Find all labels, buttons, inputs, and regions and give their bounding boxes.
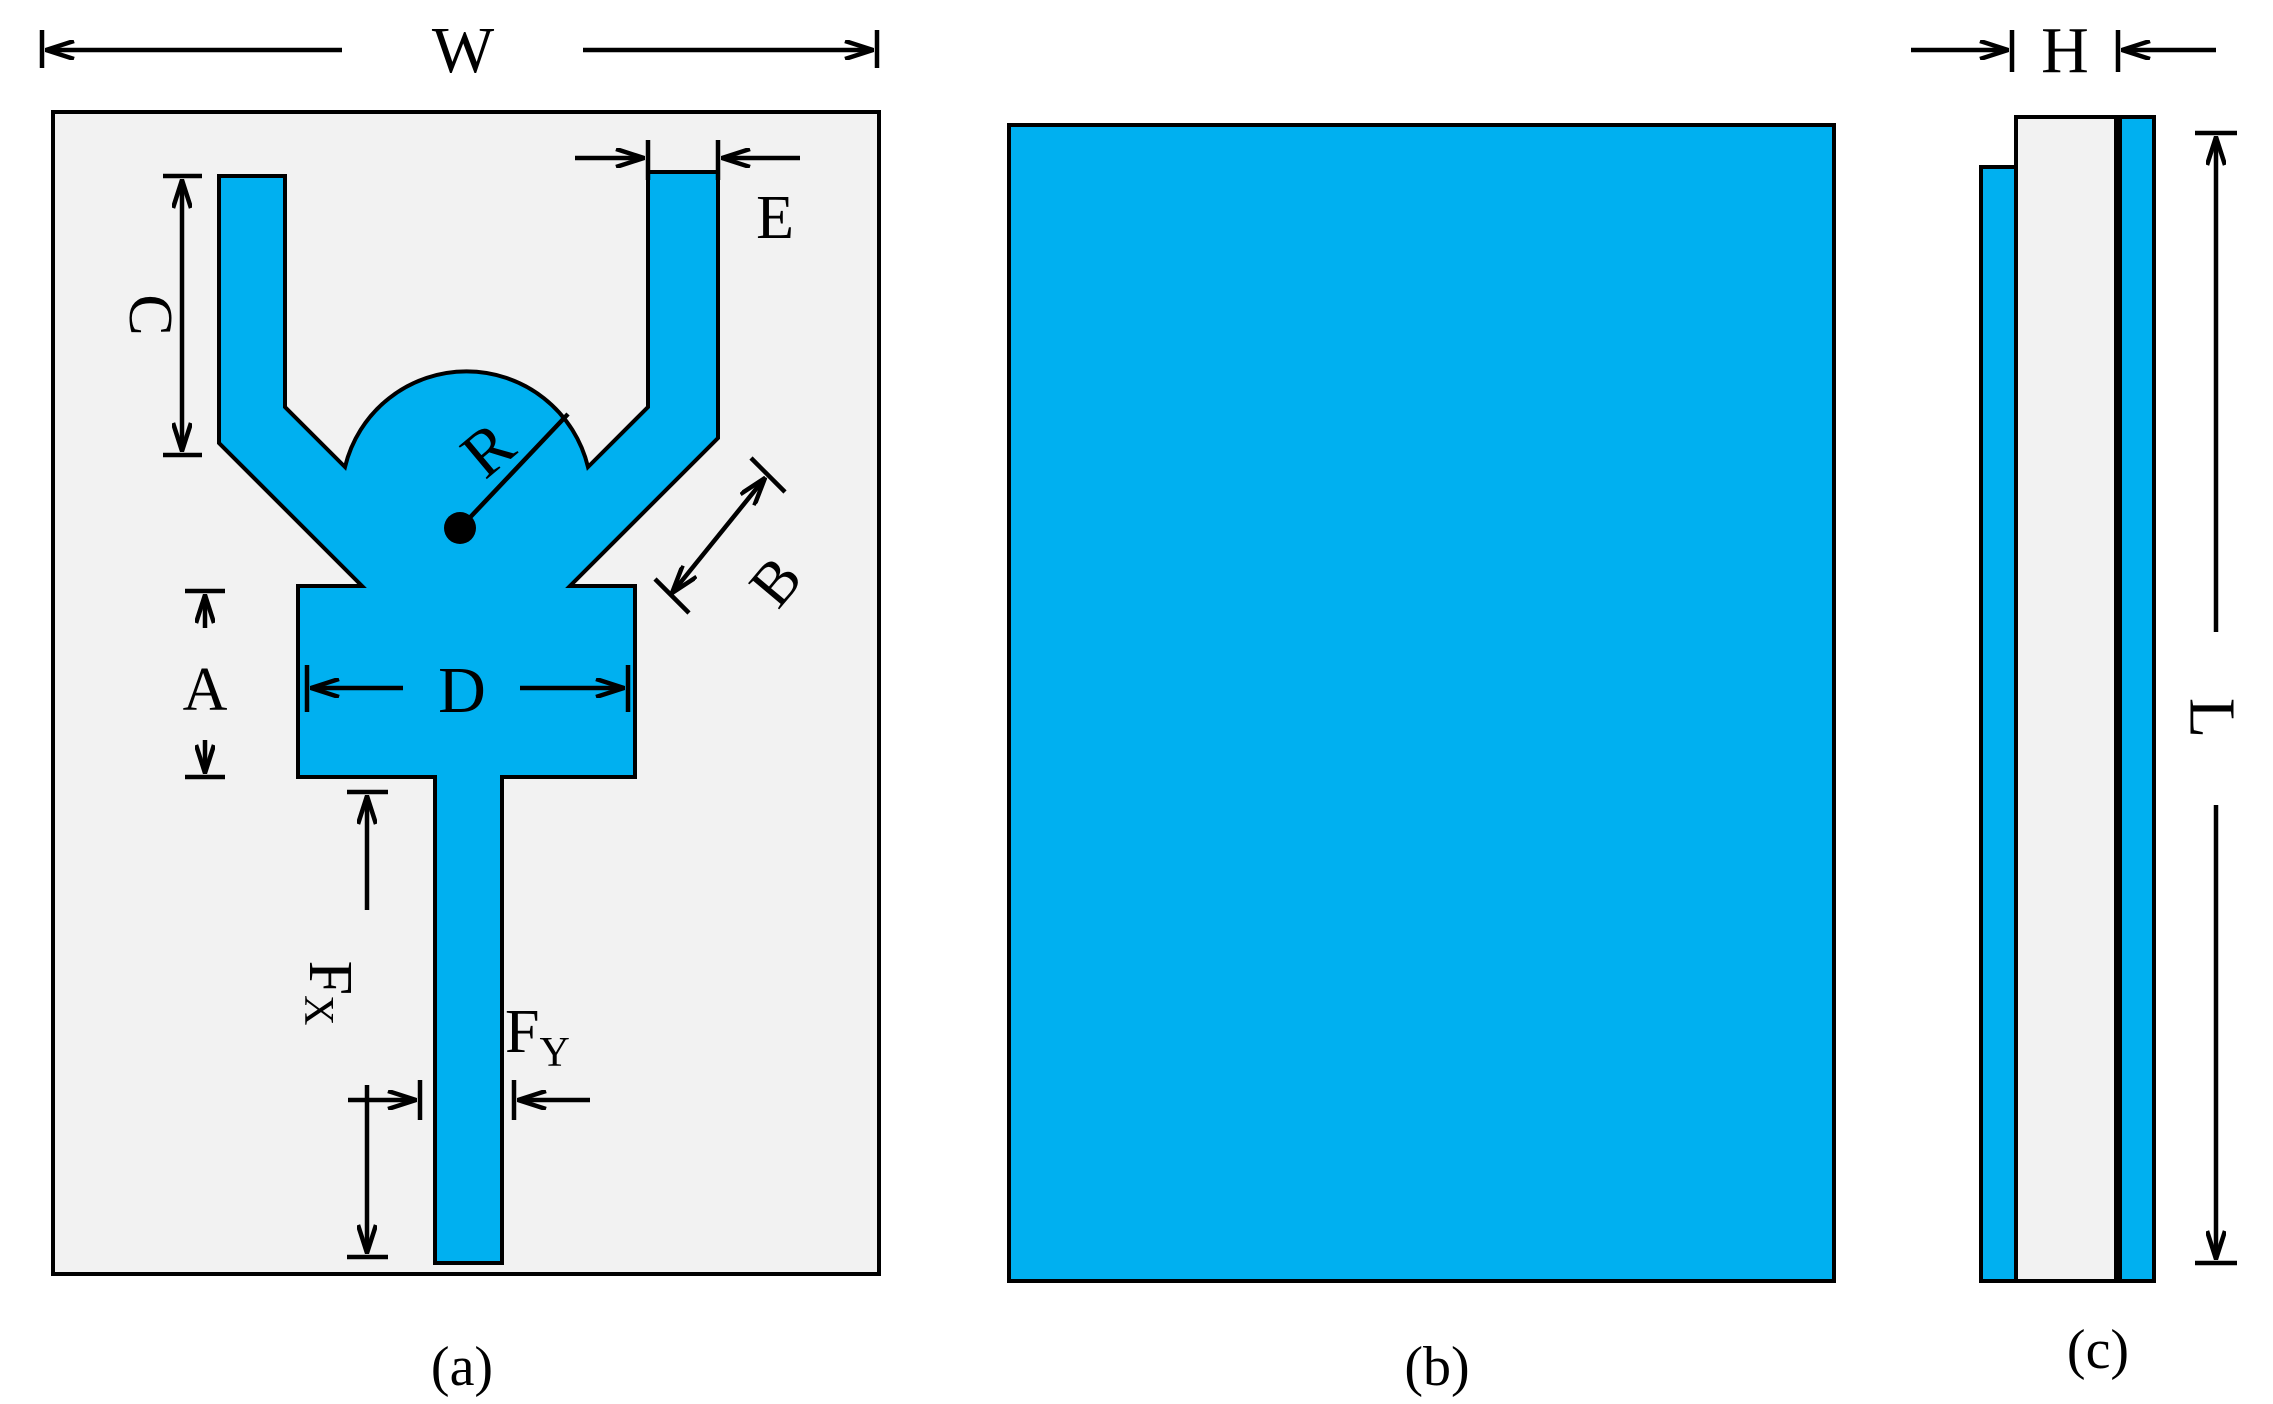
front-view: W C E R B xyxy=(39,14,881,1398)
dim-W: W xyxy=(39,14,880,87)
label-H: H xyxy=(2041,14,2089,87)
label-C: C xyxy=(116,294,184,335)
side-substrate xyxy=(2014,115,2118,1283)
dim-E: E xyxy=(575,140,800,252)
dim-D: D xyxy=(304,654,631,727)
caption-c: (c) xyxy=(2067,1319,2129,1381)
caption-a: (a) xyxy=(431,1336,493,1398)
side-ground-layer xyxy=(2118,115,2156,1283)
label-W: W xyxy=(432,14,495,87)
label-Fx: FX xyxy=(295,961,364,1026)
side-view: H L (c) xyxy=(1911,14,2249,1381)
label-D: D xyxy=(438,654,486,727)
side-patch-layer xyxy=(1979,165,2020,1283)
label-L: L xyxy=(2176,698,2249,738)
caption-b: (b) xyxy=(1404,1336,1469,1398)
back-view: (b) xyxy=(1007,123,1836,1398)
dim-C: C xyxy=(116,173,202,458)
dim-Fx: FX xyxy=(295,789,388,1260)
label-Fy: FY xyxy=(505,998,570,1076)
radiating-patch xyxy=(217,170,720,1265)
dim-L: L xyxy=(2176,130,2249,1266)
label-A: A xyxy=(183,656,228,724)
dim-A: A xyxy=(183,588,228,780)
label-E: E xyxy=(756,184,794,252)
ground-plane xyxy=(1007,123,1836,1283)
dim-Fy: FY xyxy=(348,998,590,1120)
dim-H: H xyxy=(1911,14,2216,87)
